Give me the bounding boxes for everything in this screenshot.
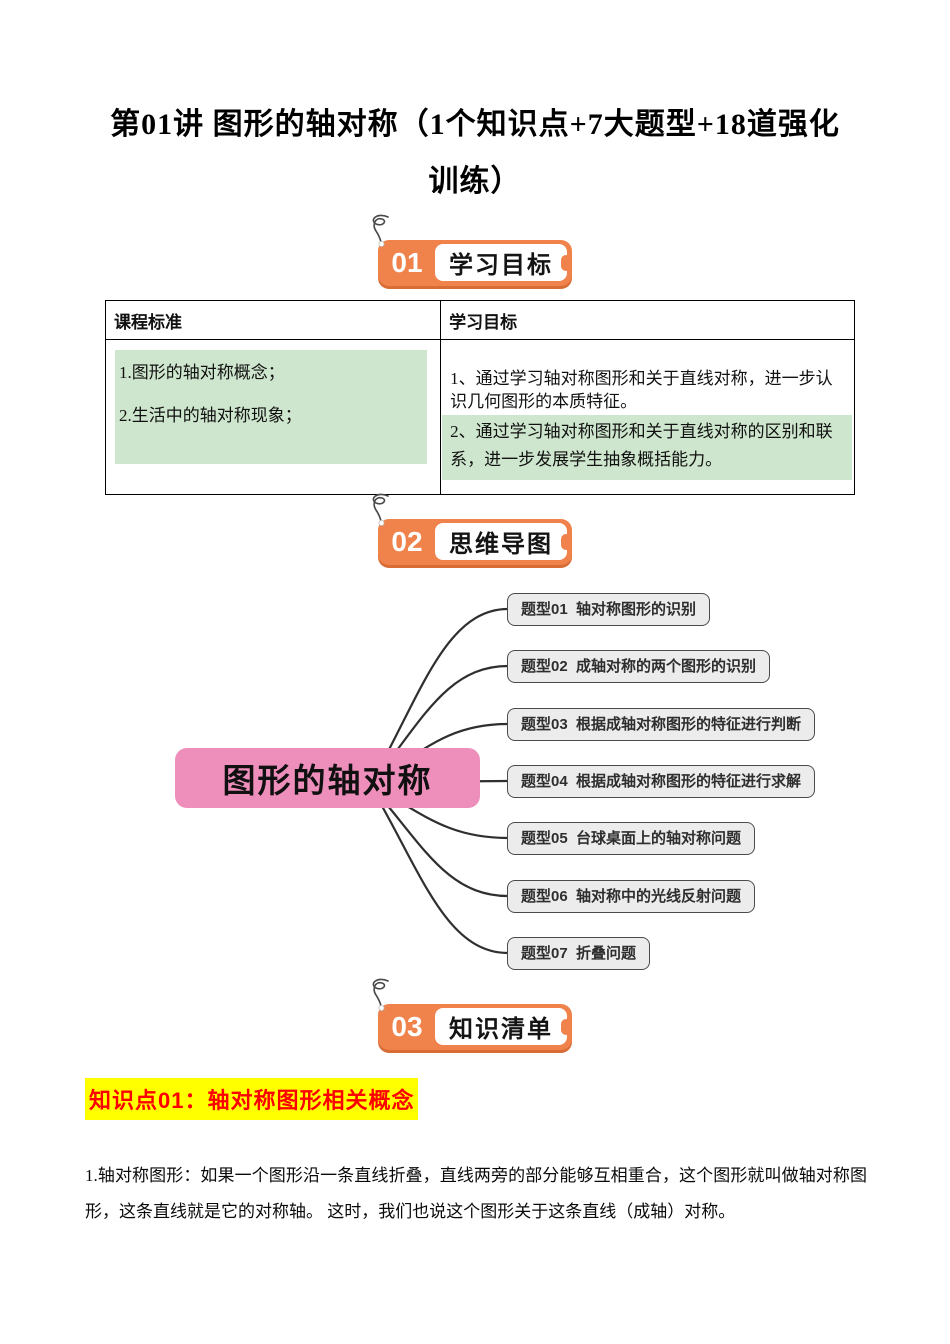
- badge-label: 知识清单: [449, 1016, 553, 1043]
- mindmap-branch-03: 题型03 根据成轴对称图形的特征进行判断: [507, 708, 816, 741]
- header-course-standard: 课程标准: [104, 300, 442, 340]
- pin-doodle-icon: [372, 214, 389, 247]
- badge-number: 02: [391, 526, 423, 557]
- course-standard-cell: 1.图形的轴对称概念； 2.生活中的轴对称现象；: [104, 339, 442, 495]
- badge-number: 03: [391, 1011, 423, 1042]
- table-header-row: 课程标准 学习目标: [104, 300, 855, 340]
- header-learning-goal: 学习目标: [440, 300, 855, 340]
- mindmap-branch-06: 题型06 轴对称中的光线反射问题: [507, 880, 756, 913]
- pin-doodle-icon: [372, 493, 389, 526]
- goal-text-plain: 1、通过学习轴对称图形和关于直线对称，进一步认识几何图形的本质特征。: [450, 369, 833, 411]
- course-standard-highlight-block: 1.图形的轴对称概念； 2.生活中的轴对称现象；: [115, 350, 428, 464]
- mindmap-branch-01: 题型01 轴对称图形的识别: [507, 593, 711, 626]
- pin-doodle-icon: [372, 978, 389, 1011]
- mindmap-branch-05: 题型05 台球桌面上的轴对称问题: [507, 822, 756, 855]
- page-title: 第01讲 图形的轴对称（1个知识点+7大题型+18道强化训练）: [110, 108, 840, 198]
- badge-label: 学习目标: [449, 252, 553, 279]
- table-body-row: 1.图形的轴对称概念； 2.生活中的轴对称现象； 1、通过学习轴对称图形和关于直…: [104, 339, 855, 495]
- knowledge-point-definition: 1.轴对称图形：如果一个图形沿一条直线折叠，直线两旁的部分能够互相重合，这个图形…: [85, 1166, 867, 1221]
- knowledge-point-heading: 知识点01：轴对称图形相关概念: [85, 1078, 419, 1120]
- mindmap-branch-07: 题型07 折叠问题: [507, 937, 651, 970]
- mindmap-branch-02: 题型02 成轴对称的两个图形的识别: [507, 650, 771, 683]
- badge-pill: 学习目标: [435, 244, 567, 281]
- badge-number: 01: [391, 247, 423, 278]
- standard-item: 1.图形的轴对称概念；: [119, 363, 285, 382]
- goals-table: 课程标准 学习目标 1.图形的轴对称概念； 2.生活中的轴对称现象； 1、通过学…: [104, 300, 855, 495]
- section-badge-knowledge-list: 03 知识清单: [372, 978, 572, 1050]
- section-badge-mindmap: 02 思维导图: [372, 493, 572, 565]
- learning-goal-cell: 1、通过学习轴对称图形和关于直线对称，进一步认识几何图形的本质特征。 2、通过学…: [440, 339, 855, 495]
- mindmap-branch-04: 题型04 根据成轴对称图形的特征进行求解: [507, 765, 816, 798]
- standard-item: 2.生活中的轴对称现象；: [119, 406, 302, 425]
- goal-text-highlighted: 2、通过学习轴对称图形和关于直线对称的区别和联系，进一步发展学生抽象概括能力。: [442, 415, 852, 480]
- section-badge-learning-goals: 01 学习目标: [372, 214, 572, 286]
- mindmap-center-node: 图形的轴对称: [175, 748, 480, 808]
- badge-pill: 知识清单: [435, 1008, 567, 1045]
- badge-pill: 思维导图: [435, 523, 567, 560]
- badge-label: 思维导图: [449, 531, 553, 558]
